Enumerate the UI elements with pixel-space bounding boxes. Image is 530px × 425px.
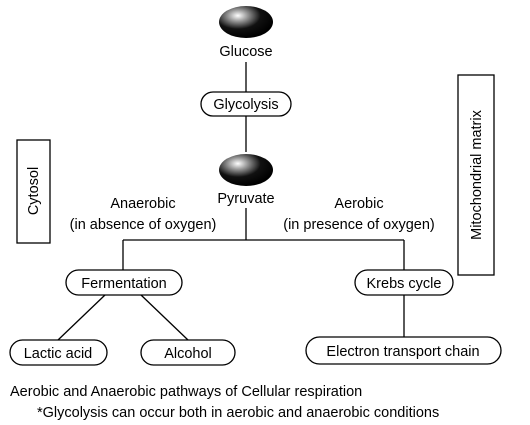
krebs-cycle-label: Krebs cycle [367, 276, 442, 292]
glucose-label: Glucose [219, 44, 272, 60]
mitochondrial-matrix-label: Mitochondrial matrix [469, 109, 485, 239]
pyruvate-label: Pyruvate [217, 191, 274, 207]
caption-title: Aerobic and Anaerobic pathways of Cellul… [10, 384, 362, 400]
glycolysis-box [200, 91, 292, 117]
anaerobic-note: (in absence of oxygen) [70, 217, 217, 233]
mitochondrial-matrix-region-box [457, 74, 495, 276]
cytosol-region-box [16, 139, 51, 244]
alcohol-label: Alcohol [164, 346, 212, 362]
anaerobic-label: Anaerobic [110, 196, 175, 212]
cytosol-label: Cytosol [26, 167, 42, 215]
glycolysis-label: Glycolysis [213, 97, 278, 113]
aerobic-note: (in presence of oxygen) [283, 217, 435, 233]
lactic-acid-box [9, 339, 108, 366]
electron-transport-chain-label: Electron transport chain [326, 344, 479, 360]
krebs-cycle-box [354, 269, 454, 296]
connector-fermentation-alcohol [140, 294, 189, 341]
alcohol-box [140, 339, 236, 366]
caption-footnote: *Glycolysis can occur both in aerobic an… [37, 405, 439, 421]
pyruvate-molecule-icon [219, 154, 273, 186]
fermentation-box [65, 269, 183, 296]
lactic-acid-label: Lactic acid [24, 346, 93, 362]
aerobic-label: Aerobic [334, 196, 383, 212]
connector-fermentation-lactic [57, 294, 106, 341]
electron-transport-chain-box [305, 336, 502, 365]
fermentation-label: Fermentation [81, 276, 166, 292]
glucose-molecule-icon [219, 6, 273, 38]
